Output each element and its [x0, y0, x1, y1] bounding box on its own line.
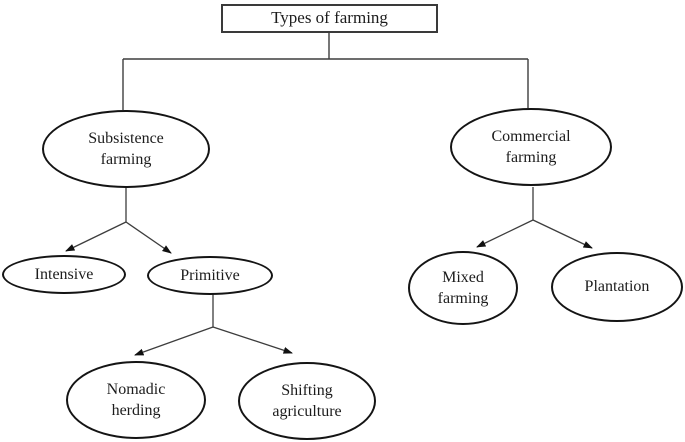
edge-root-to-branches: [122, 33, 529, 110]
node-label: farming: [437, 290, 489, 307]
node-label: Primitive: [180, 266, 240, 284]
node-label: farming: [100, 151, 152, 168]
node-label: Plantation: [584, 278, 650, 296]
node-shifting-agriculture: Shifting agriculture: [238, 362, 376, 440]
node-label: Mixed: [442, 268, 484, 286]
edge-subsistence-children: [65, 188, 172, 254]
node-label: Intensive: [34, 265, 94, 283]
node-label: Commercial: [491, 127, 571, 145]
node-label: farming: [505, 149, 557, 166]
node-label: Nomadic: [106, 380, 166, 398]
node-label: Subsistence: [88, 129, 164, 147]
node-primitive: Primitive: [147, 256, 273, 295]
node-nomadic-herding: Nomadic herding: [66, 361, 206, 439]
node-label: Shifting: [281, 381, 333, 399]
node-mixed-farming: Mixed farming: [408, 251, 518, 325]
edge-primitive-children: [134, 294, 293, 356]
node-label: agriculture: [272, 403, 342, 420]
node-commercial-farming: Commercial farming: [450, 108, 612, 186]
node-types-of-farming: Types of farming: [221, 4, 438, 33]
node-subsistence-farming: Subsistence farming: [42, 110, 210, 188]
edge-commercial-children: [476, 187, 593, 249]
node-label: herding: [111, 402, 161, 419]
node-plantation: Plantation: [551, 252, 683, 322]
node-label: Types of farming: [271, 8, 388, 28]
node-intensive: Intensive: [2, 255, 126, 294]
